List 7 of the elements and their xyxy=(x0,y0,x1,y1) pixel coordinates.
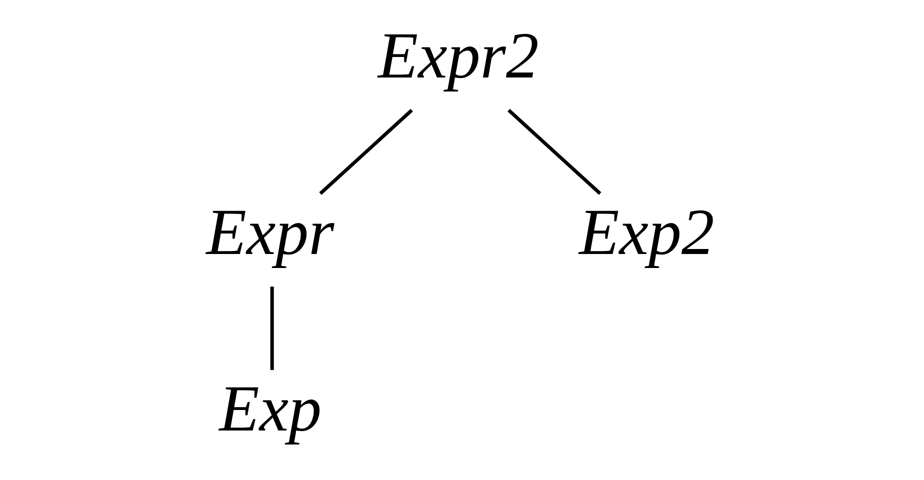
node-text: Expr xyxy=(206,196,334,269)
node-text: Expr2 xyxy=(378,19,539,92)
connector xyxy=(508,108,602,195)
connector xyxy=(270,286,274,370)
node-text: Exp2 xyxy=(579,196,714,269)
connector xyxy=(319,108,413,195)
node-text: Exp xyxy=(219,372,322,446)
